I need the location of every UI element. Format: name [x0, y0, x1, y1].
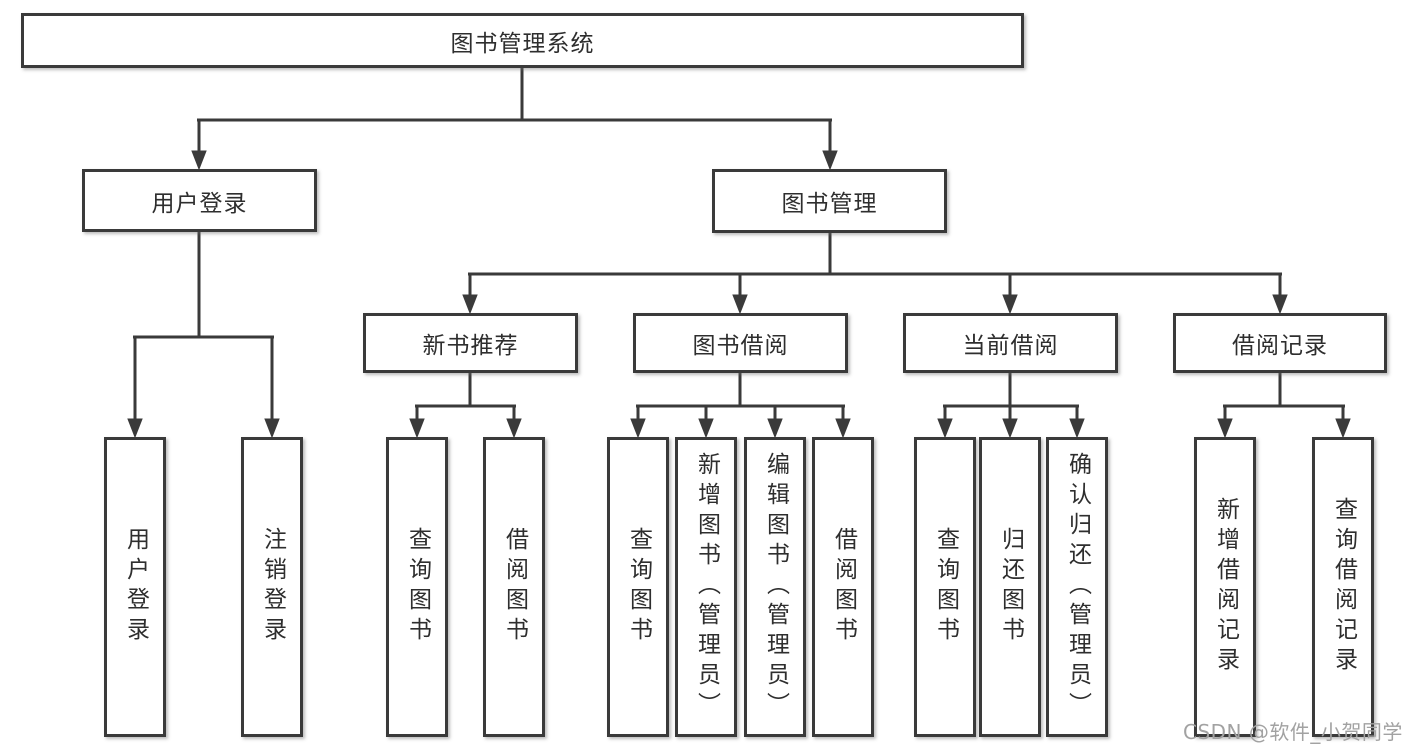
leaf-user-login-label: 用户登录	[122, 527, 149, 647]
leaf-confirm-return-admin-label: 确认归还（管理员）	[1064, 452, 1091, 722]
leaf-return-book-label: 归还图书	[997, 527, 1024, 647]
node-current-borrow: 当前借阅	[903, 313, 1118, 373]
node-user-login: 用户登录	[82, 169, 317, 232]
leaf-current-query: 查询图书	[914, 437, 976, 737]
leaf-confirm-return-admin: 确认归还（管理员）	[1046, 437, 1108, 737]
connector-book-mgmt-to-level3	[462, 233, 1288, 315]
node-new-books: 新书推荐	[363, 313, 578, 373]
leaf-logout: 注销登录	[241, 437, 303, 737]
node-borrow-records-label: 借阅记录	[1232, 333, 1328, 359]
node-book-mgmt-label: 图书管理	[781, 191, 878, 217]
leaf-edit-book-admin: 编辑图书（管理员）	[744, 437, 806, 737]
leaf-add-book-admin-label: 新增图书（管理员）	[693, 452, 720, 722]
node-borrow-records: 借阅记录	[1173, 313, 1387, 373]
node-book-borrow-label: 图书借阅	[692, 333, 789, 359]
leaf-edit-book-admin-label: 编辑图书（管理员）	[762, 452, 789, 722]
leaf-add-borrow-record: 新增借阅记录	[1194, 437, 1256, 737]
leaf-borrow-query-label: 查询图书	[625, 527, 652, 647]
connector-root-to-level2	[191, 68, 838, 171]
node-book-borrow: 图书借阅	[633, 313, 848, 373]
leaf-current-query-label: 查询图书	[932, 527, 959, 647]
node-book-mgmt: 图书管理	[712, 169, 947, 233]
leaf-new-books-borrow: 借阅图书	[483, 437, 545, 737]
leaf-user-login: 用户登录	[104, 437, 166, 737]
leaf-new-books-query-label: 查询图书	[404, 527, 431, 647]
connector-borrow-records-to-leaves	[1217, 373, 1351, 439]
leaf-logout-label: 注销登录	[259, 527, 286, 647]
csdn-watermark: CSDN @软件_小贺同学	[1183, 720, 1403, 744]
connector-current-borrow-to-leaves	[937, 373, 1085, 439]
leaf-return-book: 归还图书	[979, 437, 1041, 737]
leaf-new-books-query: 查询图书	[386, 437, 448, 737]
leaf-borrow-query: 查询图书	[607, 437, 669, 737]
leaf-add-book-admin: 新增图书（管理员）	[675, 437, 737, 737]
node-current-borrow-label: 当前借阅	[962, 333, 1059, 359]
node-user-login-label: 用户登录	[151, 190, 248, 217]
leaf-borrow-book-label: 借阅图书	[830, 527, 857, 647]
leaf-new-books-borrow-label: 借阅图书	[501, 527, 528, 647]
connector-user-login-to-leaves	[127, 232, 280, 439]
leaf-borrow-book: 借阅图书	[812, 437, 874, 737]
leaf-query-borrow-record-label: 查询借阅记录	[1330, 497, 1357, 677]
leaf-add-borrow-record-label: 新增借阅记录	[1212, 497, 1239, 677]
node-new-books-label: 新书推荐	[422, 333, 519, 359]
connector-new-books-to-leaves	[409, 373, 522, 439]
connector-book-borrow-to-leaves	[630, 373, 851, 439]
node-root-label: 图书管理系统	[450, 30, 595, 57]
node-root: 图书管理系统	[21, 13, 1024, 68]
leaf-query-borrow-record: 查询借阅记录	[1312, 437, 1374, 737]
